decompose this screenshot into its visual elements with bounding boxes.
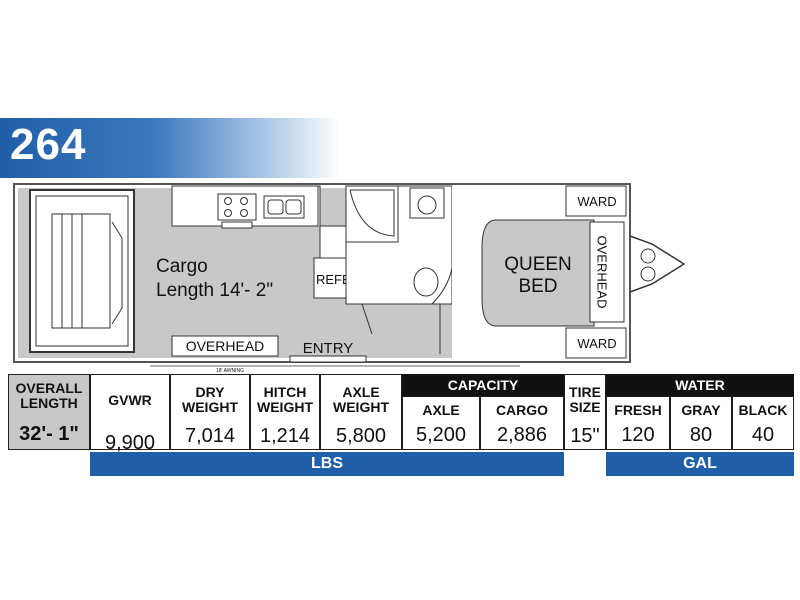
queen-bed-line2: BED [518,276,557,297]
water-header: WATER [606,374,794,396]
model-banner [0,118,340,178]
capacity-axle-cell: AXLE 5,200 [402,396,480,450]
overall-length-value: 32'- 1" [19,423,79,445]
water-black-header: BLACK [738,402,788,418]
water-fresh-value: 120 [621,424,655,446]
shower [345,185,399,243]
cargo-label-line1: Cargo [156,256,208,277]
cargo-label-line2: Length 14'- 2" [156,280,273,301]
wardrobe-bottom [565,327,627,359]
axle-weight-header-2: WEIGHT [333,399,389,415]
queen-bed-line1: QUEEN [504,254,572,275]
dry-weight-value: 7,014 [184,425,236,447]
overall-length-cell: OVERALL LENGTH 32'- 1" [8,374,90,450]
lbs-unit-bar: LBS [90,452,564,476]
vanity [409,187,445,219]
overhead-bunk-label: OVERHEAD [595,236,610,309]
ward-bottom-label: WARD [577,336,616,351]
capacity-cargo-value: 2,886 [496,424,548,446]
water-black-value: 40 [751,424,775,446]
toilet [413,267,439,297]
entry-label: ENTRY [303,340,354,357]
water-fresh-header: FRESH [614,402,662,418]
capacity-header: CAPACITY [402,374,564,396]
gvwr-header: GVWR [108,392,152,408]
water-fresh-cell: FRESH 120 [606,396,670,450]
axle-weight-cell: AXLE WEIGHT 5,800 [320,374,402,450]
queen-bed [481,219,595,327]
capacity-cargo-cell: CARGO 2,886 [480,396,564,450]
gvwr-cell: GVWR 9,900 [90,374,170,454]
water-gray-header: GRAY [681,402,721,418]
dry-weight-header-1: DRY [195,384,225,400]
overhead-bunk [589,221,625,323]
tire-size-value: 15" [570,425,600,447]
stove [217,193,257,221]
capacity-axle-value: 5,200 [415,424,467,446]
hitch-weight-header-2: WEIGHT [257,399,313,415]
wardrobe-top [565,185,627,217]
dry-weight-header-2: WEIGHT [182,399,238,415]
model-number: 264 [10,120,87,169]
hitch [629,235,686,293]
hitch-weight-header-1: HITCH [263,384,307,400]
gvwr-value: 9,900 [104,432,156,454]
tire-size-header-1: TIRE [569,384,601,400]
water-gray-value: 80 [689,424,713,446]
capacity-axle-header: AXLE [422,402,460,418]
tire-size-cell: TIRE SIZE 15" [564,374,606,450]
tire-size-header-2: SIZE [569,399,601,415]
entry-door [289,355,367,363]
axle-weight-header-1: AXLE [342,384,380,400]
awning-label: 18' AWNING [216,368,244,374]
overall-length-header-2: LENGTH [20,395,78,411]
floor-plan: REFER QUEEN BED OVERHEAD WARD WARD Cargo… [13,183,686,374]
overhead-storage-label: OVERHEAD [186,338,265,354]
capacity-cargo-header: CARGO [495,402,549,418]
axle-weight-value: 5,800 [335,425,387,447]
overall-length-header-1: OVERALL [15,380,83,396]
hitch-weight-cell: HITCH WEIGHT 1,214 [250,374,320,450]
hitch-weight-value: 1,214 [259,425,311,447]
dry-weight-cell: DRY WEIGHT 7,014 [170,374,250,450]
water-gray-cell: GRAY 80 [670,396,732,450]
sink [263,195,305,219]
overhead-storage [171,335,279,357]
ward-top-label: WARD [577,194,616,209]
gal-unit-bar: GAL [606,452,794,476]
water-black-cell: BLACK 40 [732,396,794,450]
